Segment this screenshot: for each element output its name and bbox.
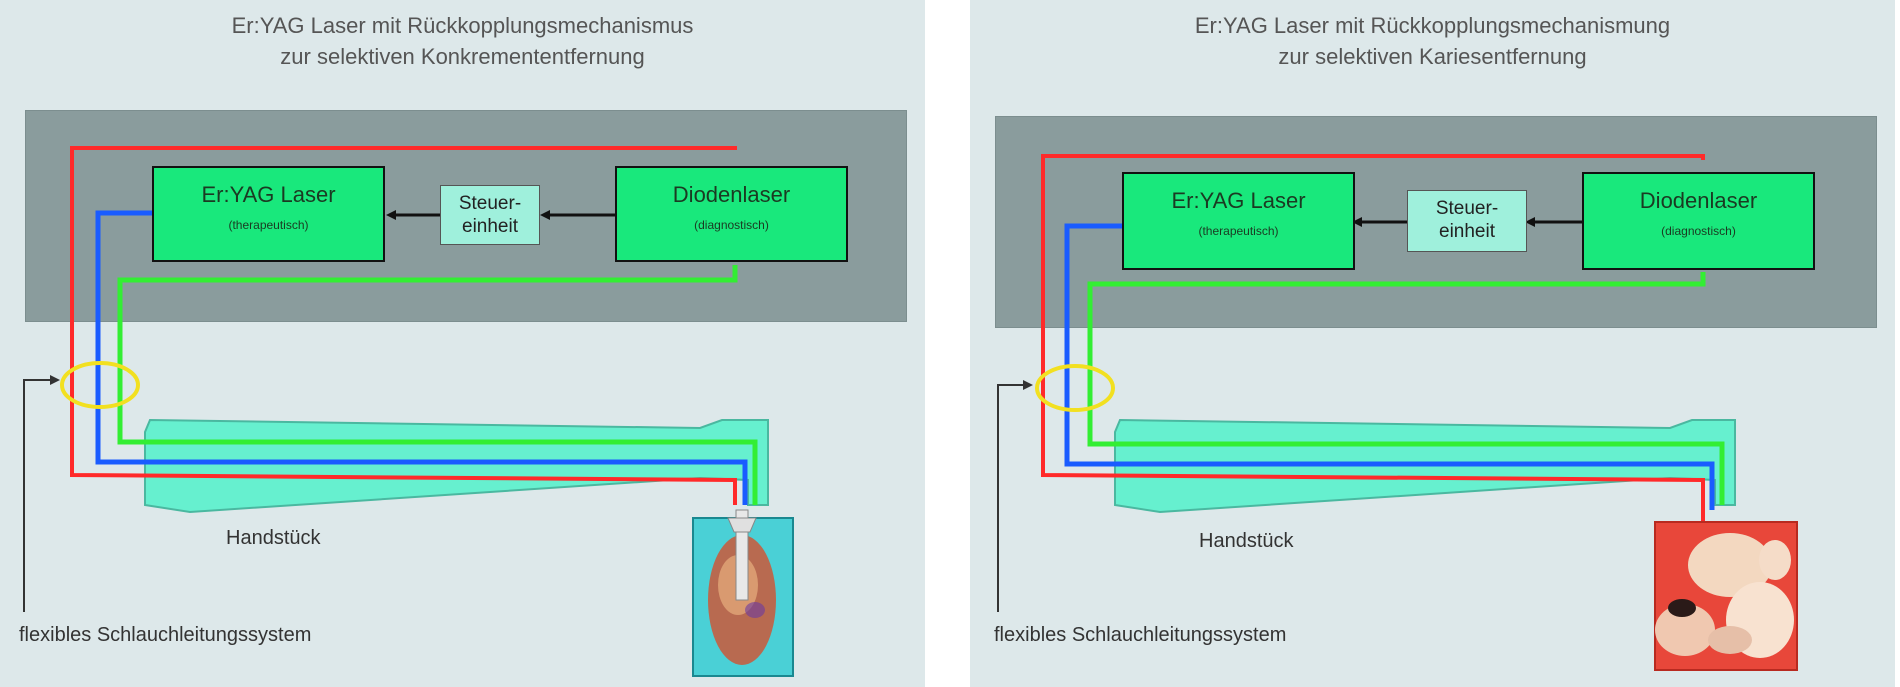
title-line-2: zur selektiven Konkremententfernung [280, 44, 645, 69]
handpiece-label: Handstück [226, 527, 321, 549]
control-unit-line-2: einheit [1439, 221, 1495, 242]
handpiece-shape [144, 418, 769, 514]
control-unit-line-1: Steuer- [1435, 198, 1499, 219]
diode-laser-block: Diodenlaser (diagnostisch) [615, 166, 848, 262]
red-beam-line [70, 146, 737, 505]
er-yag-laser-label: Er:YAG Laser [1171, 188, 1306, 213]
control-unit-line-2: einheit [462, 216, 518, 237]
green-beam-line [117, 265, 758, 505]
red-beam-line [1041, 154, 1705, 525]
title-line-2: zur selektiven Kariesentfernung [1278, 44, 1587, 69]
beam-path-lines [23, 146, 794, 677]
beam-path-lines [997, 154, 1798, 671]
diode-laser-label: Diodenlaser [672, 182, 791, 207]
hose-leader-line [997, 384, 1028, 612]
diode-laser-label: Diodenlaser [1639, 188, 1758, 213]
hose-system-label: flexibles Schlauchleitungssystem [19, 624, 312, 646]
er-yag-laser-block: Er:YAG Laser (therapeutisch) [152, 166, 385, 262]
blue-beam-line [95, 210, 748, 505]
diagram-panel-caries: Er:YAG Laser mit Rückkopplungsmechanismu… [970, 0, 1895, 687]
hose-ring [60, 361, 140, 409]
tooth-image [1688, 533, 1772, 597]
diode-laser-block: Diodenlaser (diagnostisch) [1582, 172, 1815, 270]
er-yag-laser-label: Er:YAG Laser [201, 182, 336, 207]
green-beam-line [1087, 272, 1725, 505]
hose-ring [1035, 364, 1115, 412]
diode-laser-sublabel: (diagnostisch) [1661, 224, 1736, 238]
control-unit-block: Steuer- einheit [440, 185, 540, 245]
er-yag-laser-sublabel: (therapeutisch) [1198, 224, 1279, 238]
er-yag-laser-block: Er:YAG Laser (therapeutisch) [1122, 172, 1355, 270]
hose-system-label: flexibles Schlauchleitungssystem [994, 624, 1287, 646]
control-unit-line-1: Steuer- [458, 193, 522, 214]
diode-laser-sublabel: (diagnostisch) [694, 218, 769, 232]
hose-leader-line [23, 379, 55, 612]
diagram-panel-concrement: Er:YAG Laser mit Rückkopplungsmechanismu… [0, 0, 925, 687]
blue-beam-line [1064, 223, 1715, 510]
title-line-1: Er:YAG Laser mit Rückkopplungsmechanismu… [231, 13, 694, 38]
title-line-1: Er:YAG Laser mit Rückkopplungsmechanismu… [1194, 13, 1671, 38]
panel-title: Er:YAG Laser mit Rückkopplungsmechanismu… [970, 10, 1895, 72]
er-yag-laser-sublabel: (therapeutisch) [228, 218, 309, 232]
panel-title: Er:YAG Laser mit Rückkopplungsmechanismu… [0, 10, 925, 72]
handpiece-label: Handstück [1199, 530, 1294, 552]
control-unit-block: Steuer- einheit [1407, 190, 1527, 252]
